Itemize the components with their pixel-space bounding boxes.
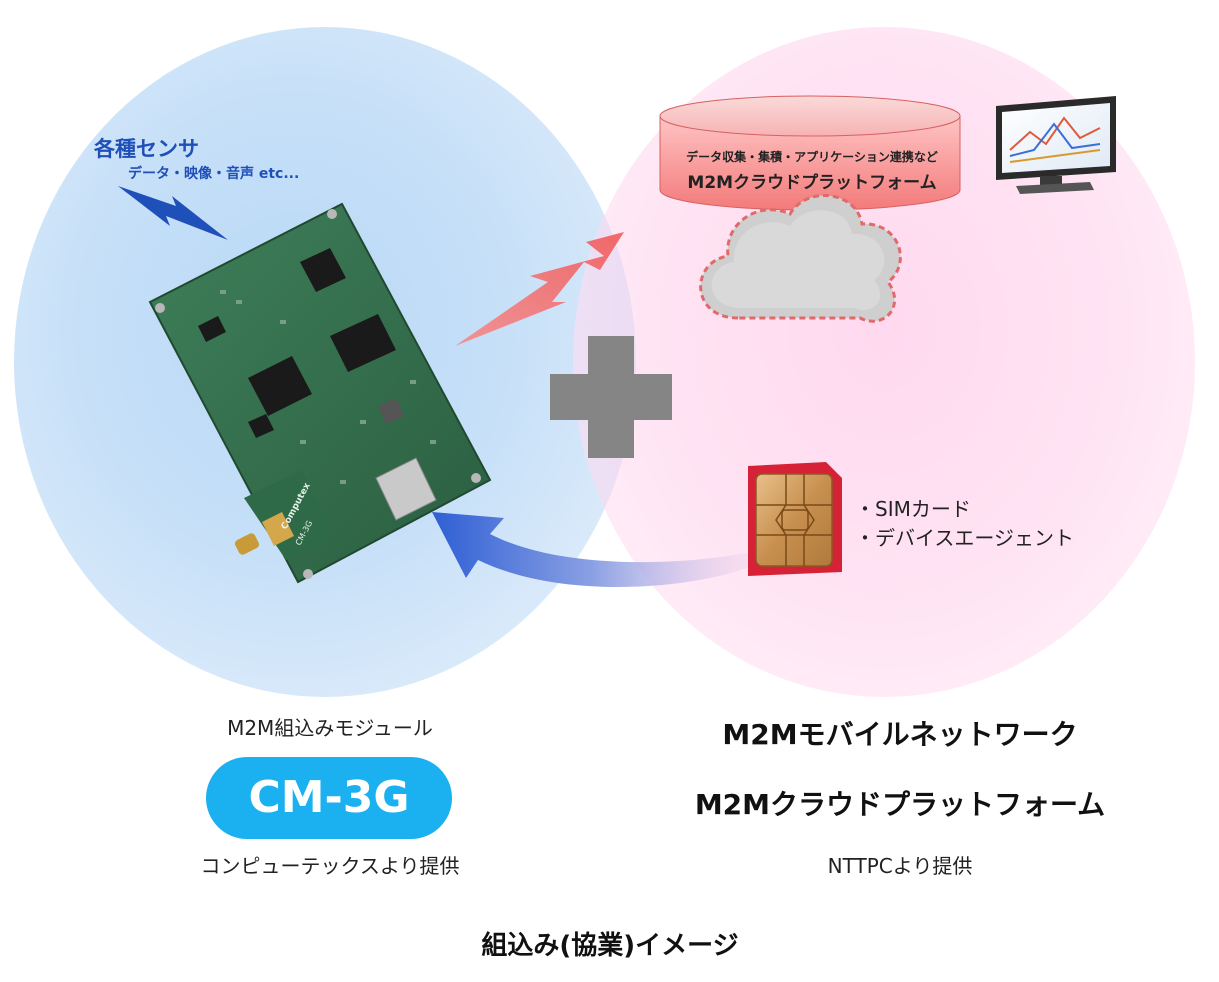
sim-feature-list: ・SIMカード ・デバイスエージェント [855,495,1074,553]
network-provider-label: NTTPCより提供 [827,854,973,878]
wireless-signal-icon [118,186,228,240]
platform-title: M2Mクラウドプラットフォーム [694,788,1106,821]
sim-feature-item: ・SIMカード [855,497,971,521]
module-provider-label: コンピューテックスより提供 [200,854,460,878]
sensor-title: 各種センサ [94,137,199,161]
cm3g-board-image [148,202,492,584]
monitor-icon [996,96,1116,194]
cloud-function-label: データ収集・集積・アプリケーション連携など [686,150,938,164]
cloud-icon [699,193,902,323]
module-type-label: M2M組込みモジュール [227,716,433,740]
cloud-platform-label: M2Mクラウドプラットフォーム [687,173,937,193]
sim-feature-item: ・デバイスエージェント [855,526,1074,550]
sim-card-icon [748,462,842,576]
sim-insert-arrow-icon [432,512,752,588]
diagram-caption: 組込み(協業)イメージ [481,931,739,961]
plus-icon [550,336,672,458]
module-name-badge: CM-3G [206,757,452,839]
sensor-subtitle: データ・映像・音声 etc... [128,166,300,182]
network-title: M2Mモバイルネットワーク [722,718,1078,751]
uplink-arrow-icon [455,232,624,346]
